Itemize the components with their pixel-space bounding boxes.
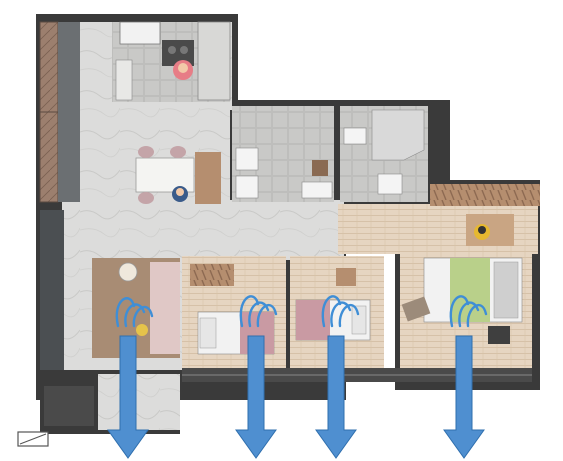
kitchen — [112, 21, 231, 102]
airflow-arrow — [107, 335, 149, 459]
airflow-arrow — [443, 335, 485, 459]
bathroom-1 — [232, 106, 334, 202]
wind-swirl-icon — [321, 295, 360, 328]
wall-cabinet — [39, 21, 80, 370]
wind-swirl-icon — [449, 295, 488, 328]
study — [338, 184, 540, 254]
balcony — [17, 372, 180, 447]
bathroom-2 — [340, 106, 428, 202]
airflow-arrow — [315, 335, 357, 459]
master-bedroom — [400, 254, 532, 378]
window-strip — [182, 368, 532, 382]
person-cooking — [173, 60, 193, 80]
wind-swirl-icon — [239, 295, 278, 328]
airflow-arrow — [235, 335, 277, 459]
side-cabinet — [195, 152, 221, 204]
dining-table — [135, 146, 195, 204]
wind-swirl-icon — [115, 297, 154, 328]
bedroom-2 — [182, 256, 286, 368]
bedroom-3 — [290, 256, 384, 368]
